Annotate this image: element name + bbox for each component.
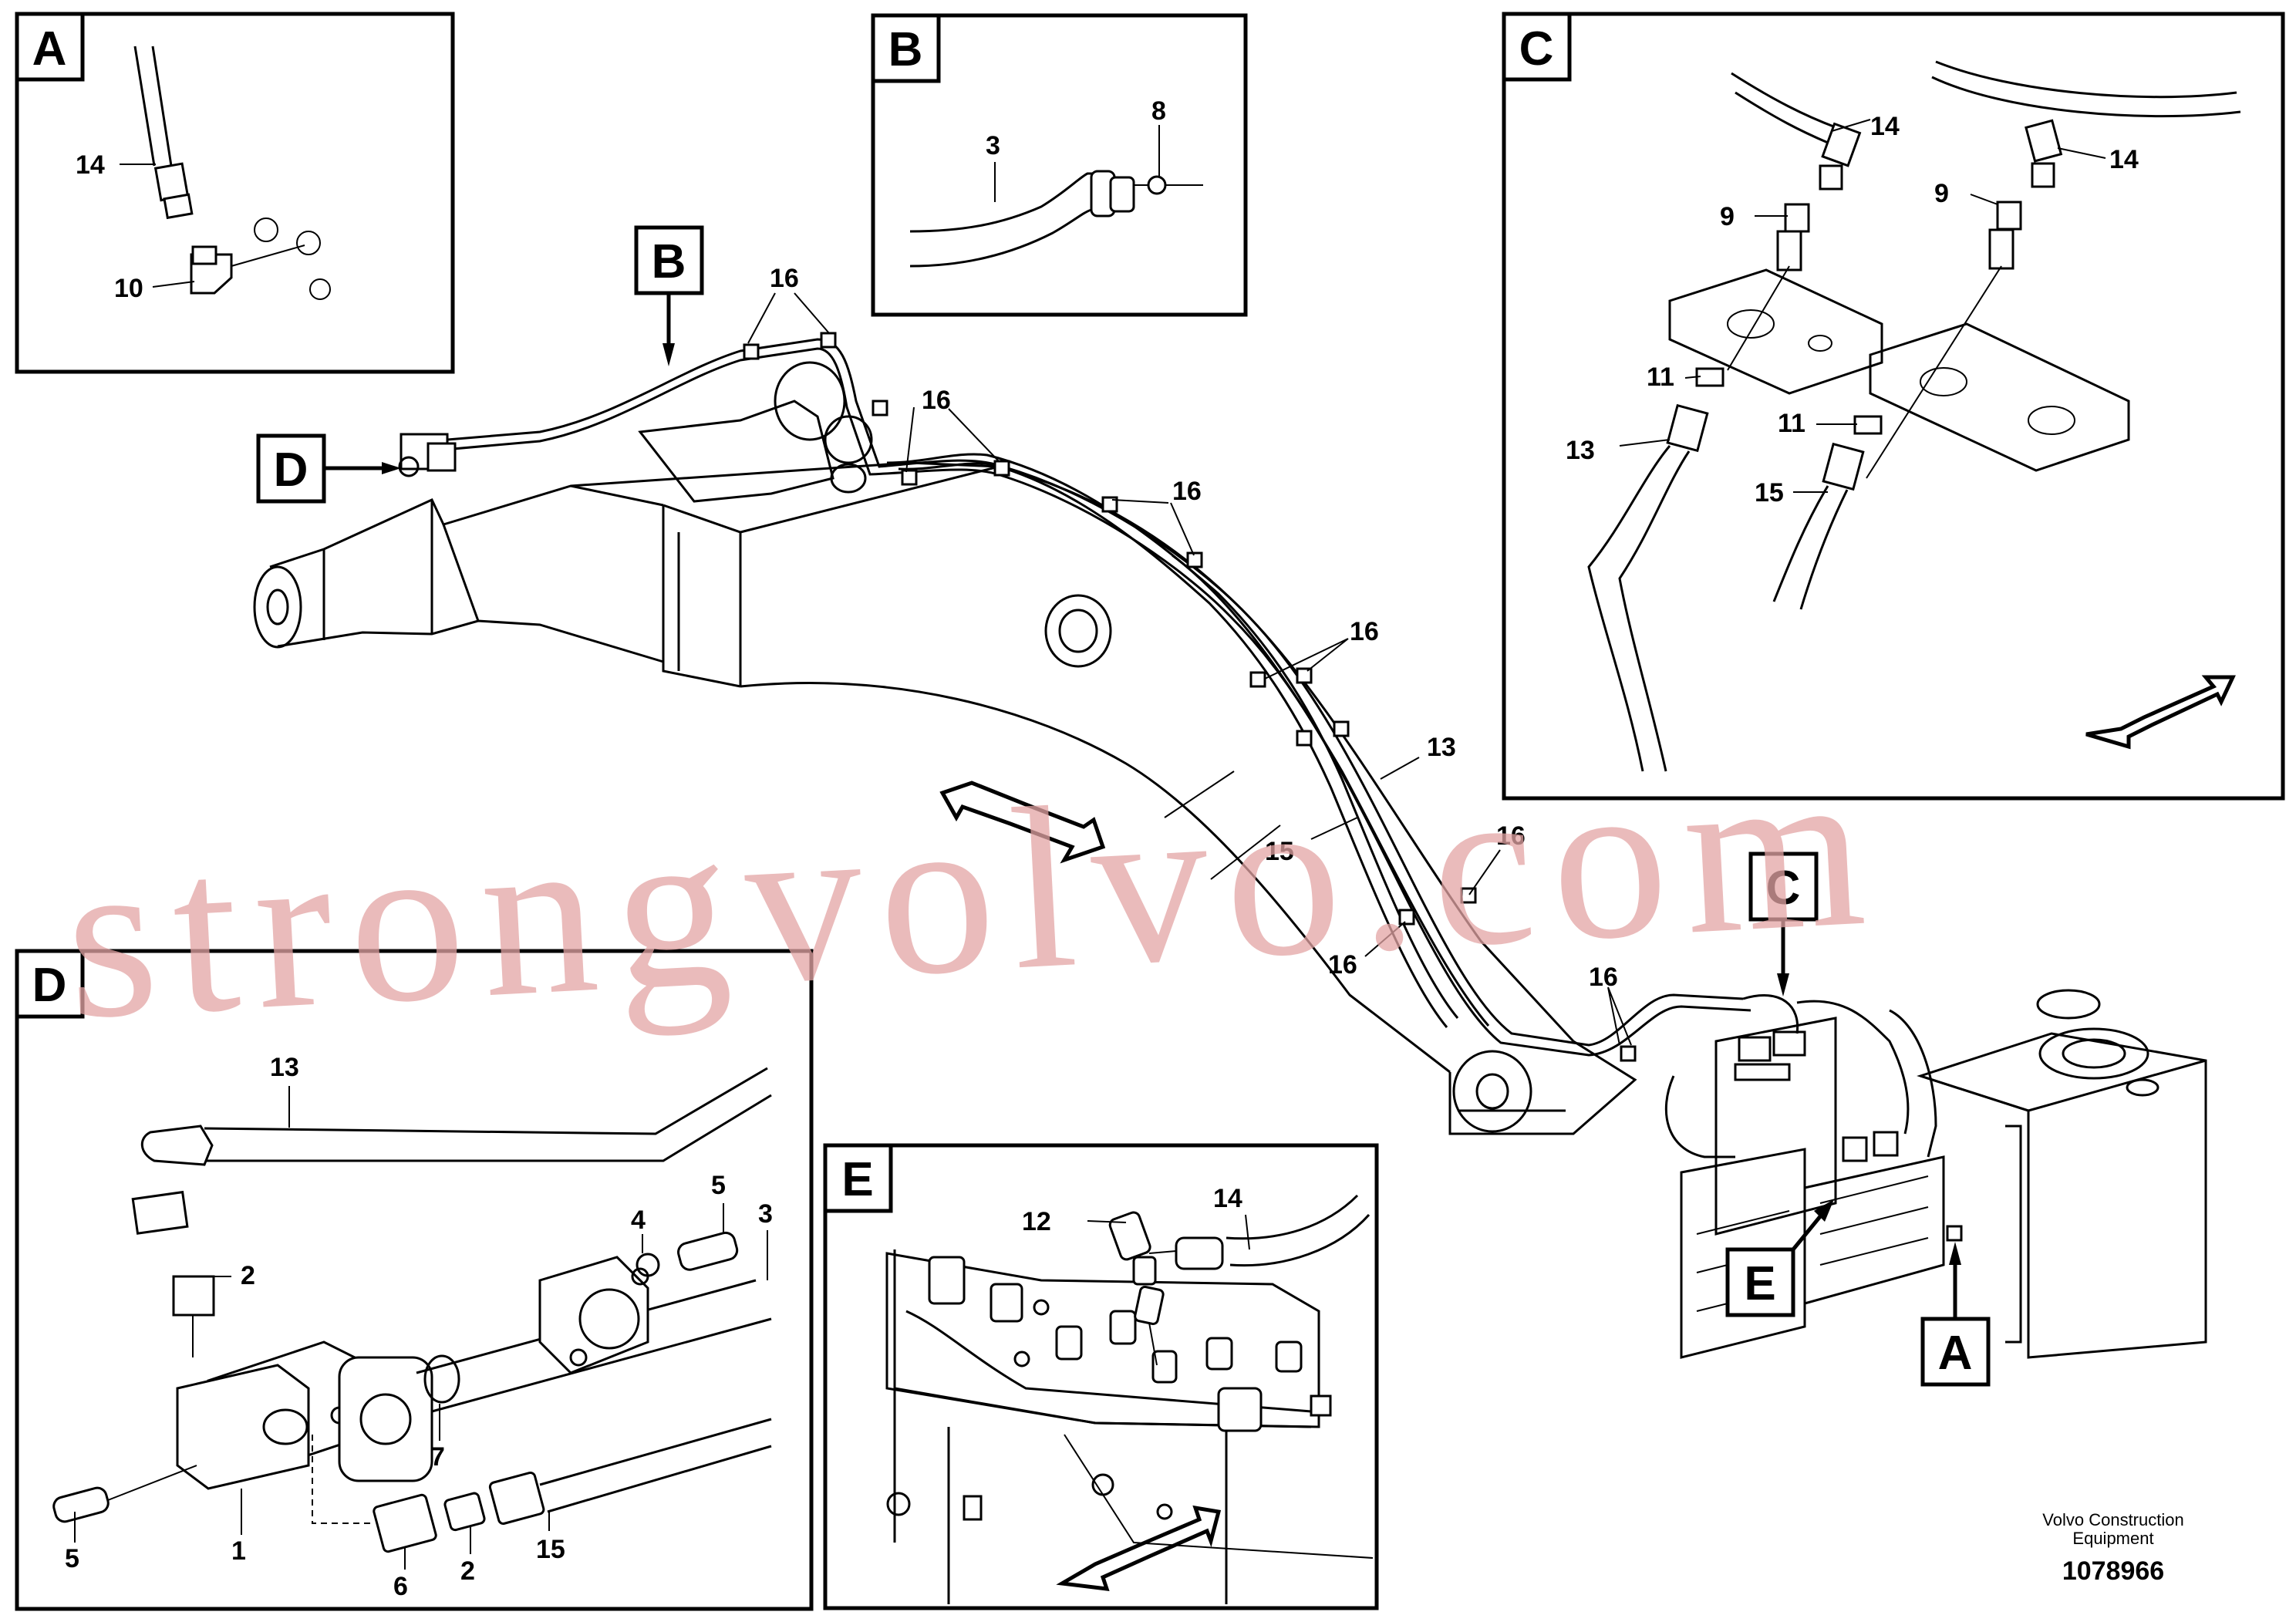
drawing-number: 1078966 (2062, 1556, 2164, 1586)
direction-arrow (939, 781, 1106, 864)
detail-marker-A: A (1920, 1242, 1991, 1387)
detail-C: C 14 14 (1502, 12, 2285, 801)
detail-D-label: D (32, 959, 67, 1012)
maker-line-1: Volvo Construction (2042, 1510, 2183, 1529)
callout-8: 8 (1151, 96, 1166, 126)
detail-label-A: A (1938, 1327, 1973, 1380)
callout-12: 12 (1022, 1207, 1051, 1236)
callout-2: 2 (460, 1556, 475, 1586)
detail-label-D: D (274, 443, 308, 497)
detail-C-label: C (1519, 22, 1554, 76)
detail-label-C: C (1766, 862, 1801, 915)
callout-9: 9 (1934, 179, 1949, 208)
callout-5: 5 (65, 1544, 79, 1573)
callout-9: 9 (1720, 202, 1735, 231)
callout-16: 16 (1172, 477, 1202, 506)
callout-6: 6 (393, 1572, 408, 1601)
callout-16: 16 (1328, 950, 1357, 980)
callout-3: 3 (758, 1199, 773, 1229)
detail-marker-D: D (256, 433, 401, 504)
detail-E: E 12 14 (823, 1143, 1379, 1610)
callout-13: 13 (1566, 436, 1595, 465)
detail-E-label: E (841, 1153, 873, 1206)
detail-marker-E: E (1725, 1199, 1834, 1317)
detail-B: B 3 8 (871, 13, 1248, 317)
detail-A-label: A (32, 22, 67, 76)
callout-14: 14 (1213, 1184, 1242, 1213)
detail-marker-B: B (634, 225, 704, 366)
callout-13: 13 (270, 1053, 299, 1082)
callout-10: 10 (114, 274, 143, 303)
callout-16: 16 (1589, 963, 1618, 992)
callout-16: 16 (1350, 617, 1379, 646)
detail-B-label: B (888, 23, 923, 76)
callout-16: 16 (922, 386, 951, 415)
callout-15: 15 (1265, 837, 1294, 866)
callout-1: 1 (231, 1536, 246, 1566)
detail-A: A 14 10 (15, 12, 455, 374)
callout-5: 5 (711, 1171, 726, 1200)
main-callouts: 16 16 16 16 13 15 16 16 16 (747, 264, 1632, 1046)
detail-label-B: B (652, 235, 686, 288)
callout-11: 11 (1778, 409, 1805, 438)
callout-14: 14 (76, 150, 105, 180)
detail-marker-C: C (1748, 851, 1819, 996)
maker-line-2: Equipment (2072, 1529, 2153, 1548)
control-valve (1664, 989, 2207, 1359)
callout-15: 15 (536, 1535, 565, 1564)
callout-13: 13 (1427, 733, 1456, 762)
callout-16: 16 (1496, 821, 1526, 851)
drawing-footer: Volvo Construction Equipment 1078966 (2042, 1510, 2183, 1586)
callout-14: 14 (2109, 145, 2139, 174)
callout-15: 15 (1755, 478, 1784, 508)
detail-label-E: E (1744, 1257, 1775, 1310)
callout-14: 14 (1870, 112, 1900, 141)
boom-hoses (398, 332, 1752, 1062)
callout-3: 3 (986, 131, 1000, 160)
callout-7: 7 (430, 1442, 445, 1472)
callout-2: 2 (241, 1261, 255, 1290)
callout-4: 4 (631, 1206, 646, 1235)
callout-11: 11 (1647, 363, 1674, 392)
callout-16: 16 (770, 264, 799, 293)
detail-D: D (15, 949, 814, 1611)
